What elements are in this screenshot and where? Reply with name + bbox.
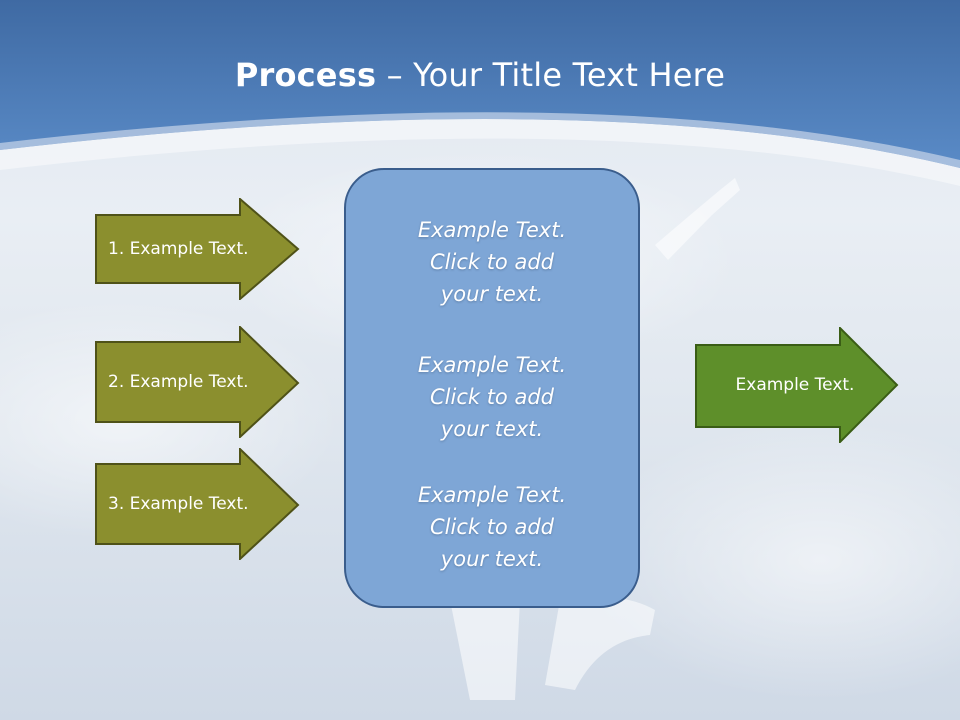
step-arrow-label: 3. Example Text.	[108, 494, 249, 514]
arrow-shape	[95, 198, 300, 300]
center-paragraph-3: Example Text. Click to add your text.	[346, 479, 638, 575]
title-rest: – Your Title Text Here	[376, 56, 726, 94]
arrow-shape	[695, 327, 899, 443]
center-paragraph-2: Example Text. Click to add your text.	[346, 349, 638, 445]
paragraph-line: your text.	[440, 282, 544, 306]
paragraph-line: your text.	[440, 417, 544, 441]
step-arrow-3[interactable]: 3. Example Text.	[95, 448, 300, 560]
paragraph-line: Click to add	[429, 515, 554, 539]
step-arrow-label: 1. Example Text.	[108, 239, 249, 259]
slide-title[interactable]: Process – Your Title Text Here	[0, 54, 960, 96]
arrow-shape	[95, 448, 300, 560]
paragraph-line: your text.	[440, 547, 544, 571]
paragraph-line: Click to add	[429, 250, 554, 274]
step-arrow-2[interactable]: 2. Example Text.	[95, 326, 300, 438]
paragraph-line: Example Text.	[417, 353, 567, 377]
center-text-box[interactable]: Example Text. Click to add your text. Ex…	[344, 168, 640, 608]
step-arrow-1[interactable]: 1. Example Text.	[95, 198, 300, 300]
result-arrow[interactable]: Example Text.	[695, 327, 900, 443]
paragraph-line: Example Text.	[417, 218, 567, 242]
title-bold: Process	[234, 56, 377, 94]
paragraph-line: Click to add	[429, 385, 554, 409]
step-arrow-label: 2. Example Text.	[108, 372, 249, 392]
paragraph-line: Example Text.	[417, 483, 567, 507]
result-arrow-label: Example Text.	[735, 375, 855, 395]
arrow-shape	[95, 326, 300, 438]
center-paragraph-1: Example Text. Click to add your text.	[346, 214, 638, 310]
